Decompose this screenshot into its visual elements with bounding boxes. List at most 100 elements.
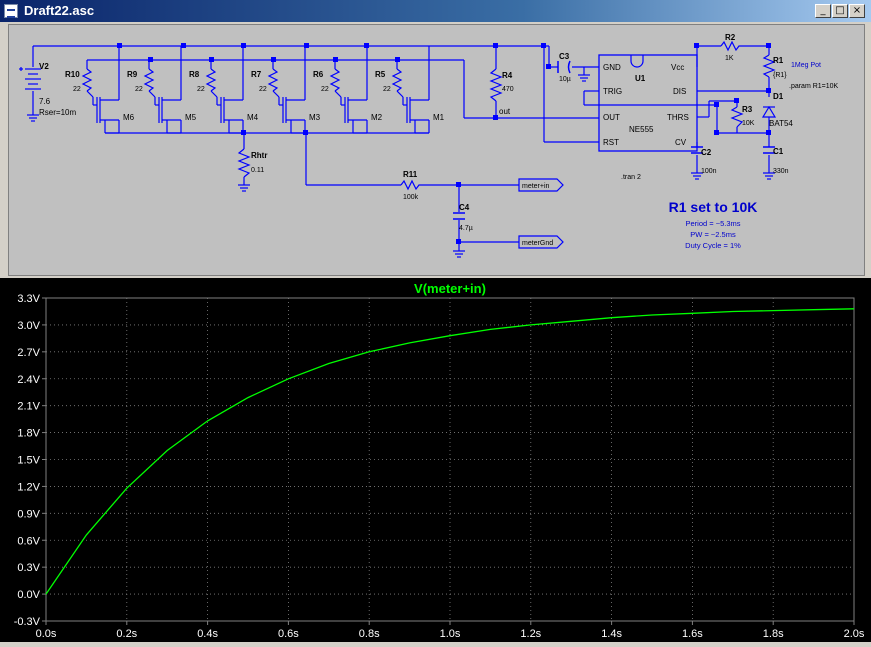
mosfet-name: M5: [185, 113, 197, 122]
mosfet-stage: [391, 46, 430, 134]
param-directive: .param R1=10K: [789, 83, 839, 90]
r2-name: R2: [725, 33, 736, 42]
d1-diode: [761, 105, 777, 118]
x-tick-label: 0.6s: [278, 628, 299, 640]
minimize-button[interactable]: _: [815, 4, 831, 18]
schematic-labels: V2 7.6 Rser=10m R1022M6R922M5R822M4R722M…: [39, 33, 839, 250]
u1-pin-cv: CV: [675, 138, 687, 147]
gate-resistor-name: R5: [375, 70, 386, 79]
r11-resistor: [400, 179, 421, 191]
gate-resistor: [143, 68, 155, 92]
x-tick-label: 1.4s: [601, 628, 622, 640]
mosfet-array: [81, 46, 430, 134]
y-tick-label: 1.2V: [17, 481, 40, 493]
y-tick-label: 0.9V: [17, 508, 40, 520]
c1-name: C1: [773, 147, 784, 156]
y-tick-label: 1.8V: [17, 428, 40, 440]
gate-resistor: [205, 68, 217, 92]
c3-plate-b: [567, 60, 571, 74]
meter-gnd-label: meterGnd: [522, 240, 553, 247]
r11-name: R11: [403, 170, 418, 179]
x-tick-label: 1.8s: [763, 628, 784, 640]
plot-grid: [46, 298, 854, 621]
r3-resistor: [730, 106, 744, 128]
r11-value: 100k: [403, 194, 419, 201]
u1-pin-trig: TRIG: [603, 87, 622, 96]
window-titlebar[interactable]: Draft22.asc _ □ ×: [0, 0, 871, 22]
annotation-duty: Duty Cycle = 1%: [685, 241, 741, 250]
c3-name: C3: [559, 52, 570, 61]
u1-pin-thrs: THRS: [667, 113, 689, 122]
y-tick-label: 0.3V: [17, 562, 40, 574]
x-tick-label: 0.2s: [116, 628, 137, 640]
mosfet-stage: [329, 46, 368, 134]
schematic-file-icon: [4, 4, 18, 18]
gate-resistor-value: 22: [321, 86, 329, 93]
r2-resistor: [720, 40, 741, 52]
y-tick-label: 2.4V: [17, 374, 40, 386]
close-button[interactable]: ×: [849, 4, 865, 18]
x-tick-label: 1.2s: [520, 628, 541, 640]
r1-name: R1: [773, 56, 784, 65]
r1-value: {R1}: [773, 72, 787, 79]
tran-directive: .tran 2: [621, 174, 641, 181]
schematic-window: Draft22.asc _ □ ×: [0, 0, 871, 278]
mosfet-name: M1: [433, 113, 445, 122]
ground-symbol: [238, 184, 250, 192]
window-title: Draft22.asc: [24, 3, 95, 18]
u1-pin-dis: DIS: [673, 87, 686, 96]
mosfet-name: M6: [123, 113, 135, 122]
r3-value: 10K: [742, 120, 755, 127]
d1-value: BAT54: [769, 119, 793, 128]
waveform-plot[interactable]: V(meter+in) 3.3V3.0V2.7V2.4V2.1V1.8V1.5V…: [0, 278, 871, 642]
v2-value: 7.6: [39, 97, 51, 106]
x-tick-label: 0.8s: [359, 628, 380, 640]
v2-name: V2: [39, 62, 49, 71]
c3-value: 10µ: [559, 76, 571, 83]
schematic-drawing: [19, 40, 777, 258]
plot-title: V(meter+in): [414, 281, 486, 296]
mosfet-stage: [81, 46, 120, 134]
c2-value: 100n: [701, 168, 717, 175]
x-tick-label: 0.0s: [36, 628, 57, 640]
gate-resistor-value: 22: [135, 86, 143, 93]
y-tick-label: 1.5V: [17, 455, 40, 467]
ground-symbol: [453, 250, 465, 258]
c1-value: 330n: [773, 168, 789, 175]
meter-in-label: meter+in: [522, 183, 550, 190]
gate-resistor-value: 22: [383, 86, 391, 93]
meter-gnd-flag: [518, 235, 564, 249]
u1-pin-rst: RST: [603, 138, 619, 147]
ground-symbol: [763, 172, 775, 180]
r4-value: 470: [502, 86, 514, 93]
x-tick-label: 1.6s: [682, 628, 703, 640]
r3-name: R3: [742, 105, 753, 114]
x-tick-label: 0.4s: [197, 628, 218, 640]
u1-box: [598, 54, 698, 152]
x-tick-label: 2.0s: [844, 628, 865, 640]
maximize-button[interactable]: □: [832, 4, 848, 18]
c4-value: 4.7µ: [459, 225, 473, 232]
y-tick-label: 2.7V: [17, 347, 40, 359]
y-tick-label: 0.6V: [17, 535, 40, 547]
c2-name: C2: [701, 148, 712, 157]
gate-resistor: [329, 68, 341, 92]
gate-resistor-value: 22: [73, 86, 81, 93]
r4-name: R4: [502, 71, 513, 80]
y-tick-label: 3.3V: [17, 293, 40, 305]
out-net-label: out: [499, 107, 511, 116]
r4-resistor: [489, 68, 503, 102]
u1-pin-vcc: Vcc: [671, 63, 684, 72]
gate-resistor-name: R7: [251, 70, 262, 79]
pot-note: 1Meg Pot: [791, 62, 821, 69]
junction-dots: [117, 43, 771, 244]
y-tick-label: 0.0V: [17, 589, 40, 601]
y-tick-label: 2.1V: [17, 401, 40, 413]
mosfet-name: M4: [247, 113, 259, 122]
ground-symbol: [578, 74, 590, 82]
mosfet-name: M2: [371, 113, 383, 122]
gate-resistor-name: R6: [313, 70, 324, 79]
